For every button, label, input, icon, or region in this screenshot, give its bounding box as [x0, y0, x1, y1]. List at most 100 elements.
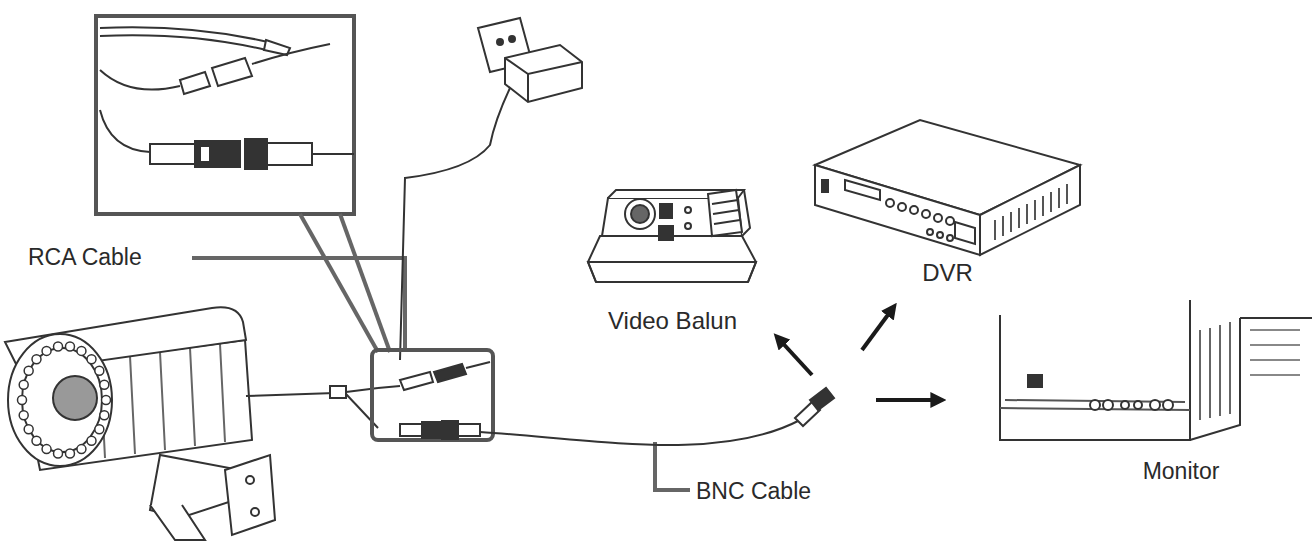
- video-balun-drawing-part: [708, 190, 742, 236]
- power-adapter-part: [527, 74, 529, 102]
- bullet-camera-part: [8, 334, 112, 466]
- inset-detail: [96, 16, 354, 214]
- bullet-camera: [5, 307, 378, 540]
- power-adapter-part: [509, 36, 515, 42]
- dvr-drawing-part: [922, 210, 930, 218]
- bnc-cable-part: [810, 388, 834, 410]
- connector-box-part: [466, 362, 490, 368]
- inset-detail-part: [264, 40, 290, 55]
- ir-led-ring-part: [100, 411, 109, 420]
- ir-led-ring-part: [95, 425, 104, 434]
- power-adapter-part: [400, 88, 510, 360]
- dvr-drawing-part: [955, 222, 975, 244]
- monitor-device: Monitor: [1050, 310, 1312, 485]
- ir-led-ring-part: [42, 445, 51, 454]
- ir-led-ring-part: [54, 342, 63, 351]
- connector-box-part: [378, 386, 400, 388]
- connector-box: [372, 350, 493, 440]
- connector-box-part: [400, 424, 422, 436]
- device-label: Video Balun: [585, 307, 760, 335]
- connector-box-part: [442, 421, 458, 439]
- dvr-drawing-part: [995, 184, 1067, 240]
- inset-detail-part: [100, 35, 266, 50]
- monitor-drawing-part: [1000, 315, 1190, 440]
- ir-led-ring-part: [19, 411, 28, 420]
- bullet-camera-part: [22, 348, 102, 452]
- monitor-drawing-part: [1028, 375, 1042, 387]
- monitor-drawing-part: [1103, 400, 1113, 410]
- bullet-camera-part: [251, 508, 259, 516]
- direction-arrow-part: [862, 308, 893, 350]
- power-adapter: [400, 18, 582, 360]
- ir-led-ring-part: [24, 425, 33, 434]
- inset-detail-part: [212, 58, 252, 86]
- bnc-cable-part: [480, 420, 800, 445]
- video-balun-drawing-part: [631, 205, 649, 223]
- inset-detail-part: [312, 153, 354, 155]
- dvr-drawing-part: [886, 199, 894, 207]
- inset-detail-part: [267, 143, 312, 165]
- dvr-device: DVR: [810, 115, 1085, 287]
- inset-detail-part: [150, 144, 195, 164]
- cable-label: BNC Cable: [696, 478, 811, 505]
- video-balun-drawing-part: [685, 207, 691, 213]
- bullet-camera-part: [246, 476, 254, 484]
- inset-detail-part: [195, 141, 240, 167]
- ir-led-ring-part: [19, 380, 28, 389]
- ir-led-ring: [18, 342, 111, 458]
- connector-box-part: [372, 350, 493, 440]
- monitor-drawing-part: [1250, 330, 1300, 375]
- monitor-drawing-part: [1090, 400, 1100, 410]
- ir-led-ring-part: [87, 436, 96, 445]
- dvr-drawing-part: [927, 229, 933, 235]
- dvr-drawing-part: [937, 232, 943, 238]
- inset-detail-part: [200, 146, 210, 162]
- ir-led-ring-part: [65, 449, 74, 458]
- dvr-drawing-part: [815, 165, 980, 255]
- power-adapter-part: [505, 45, 582, 102]
- dvr-drawing-part: [898, 203, 906, 211]
- ir-led-ring-part: [42, 346, 51, 355]
- monitor-drawing-part: [1190, 300, 1312, 318]
- ir-led-ring-part: [77, 445, 86, 454]
- connector-box-part: [422, 422, 440, 438]
- direction-arrow-part: [778, 338, 812, 375]
- ir-led-ring-part: [32, 355, 41, 364]
- ir-led-ring-part: [18, 396, 27, 405]
- monitor-drawing-part: [1190, 318, 1240, 440]
- connector-box-part: [458, 424, 480, 436]
- power-adapter-part: [505, 58, 582, 74]
- dvr-drawing-part: [910, 206, 918, 214]
- inset-detail-part: [245, 139, 267, 169]
- ir-led-ring-part: [87, 355, 96, 364]
- dvr-drawing-part: [980, 165, 1080, 255]
- direction-arrow-part: [876, 398, 940, 402]
- dvr-drawing-part: [947, 235, 953, 241]
- inset-leader-part: [655, 442, 690, 490]
- ir-led-ring-part: [24, 366, 33, 375]
- video-balun-drawing-part: [742, 190, 750, 236]
- connector-box-part: [400, 372, 433, 390]
- monitor-drawing-part: [1150, 400, 1160, 410]
- device-label: Monitor: [1050, 458, 1312, 485]
- inset-detail-part: [100, 70, 180, 90]
- dvr-drawing: [815, 120, 1080, 255]
- ir-led-ring-part: [100, 380, 109, 389]
- ir-led-ring-part: [77, 346, 86, 355]
- monitor-drawing-part: [1163, 400, 1173, 410]
- monitor-drawing: [1000, 300, 1312, 440]
- dvr-drawing-part: [934, 214, 942, 222]
- ir-led-ring-part: [54, 449, 63, 458]
- connector-box-part: [434, 364, 466, 382]
- monitor-drawing-part: [1200, 322, 1230, 420]
- inset-detail-part: [252, 44, 330, 64]
- dvr-drawing-part: [822, 180, 828, 192]
- ir-led-ring-part: [65, 342, 74, 351]
- dvr-drawing-part: [845, 180, 880, 200]
- video-balun-drawing: [588, 190, 756, 282]
- bullet-camera-part: [150, 505, 205, 540]
- bullet-camera-part: [53, 376, 97, 420]
- video-balun-drawing-part: [659, 226, 673, 240]
